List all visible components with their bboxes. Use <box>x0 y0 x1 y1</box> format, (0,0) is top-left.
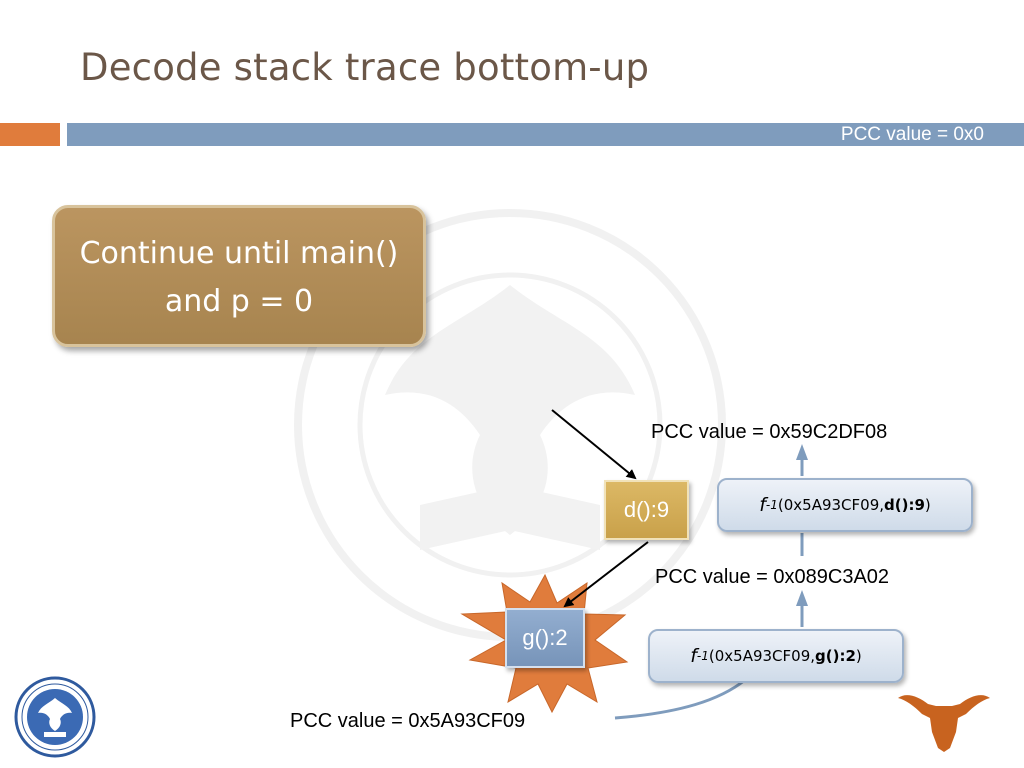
university-seal-icon <box>14 676 96 758</box>
frame-d-box: d():9 <box>604 480 689 540</box>
formula-top: f-1(0x5A93CF09, d():9) <box>717 478 973 532</box>
curve-to-formula-bottom <box>614 678 746 720</box>
callout-line-2: and p = 0 <box>164 284 314 319</box>
callout-box: Continue until main() and p = 0 <box>52 205 426 347</box>
pcc-label-bottom: PCC value = 0x5A93CF09 <box>290 710 526 732</box>
watermark-seal-icon <box>294 209 726 641</box>
longhorn-logo-icon <box>898 695 990 752</box>
arrow-d-to-g <box>563 541 649 608</box>
callout-line-1: Continue until main() <box>79 236 399 271</box>
pcc-label-middle: PCC value = 0x089C3A02 <box>655 566 890 588</box>
formula-bottom: f-1(0x5A93CF09, g():2) <box>648 629 904 683</box>
header-pcc-value: PCC value = 0x0 <box>840 124 984 145</box>
arrow-to-d <box>551 409 637 480</box>
accent-bar-blue <box>67 123 1024 146</box>
slide-title: Decode stack trace bottom-up <box>80 46 650 89</box>
accent-bar-orange <box>0 123 60 146</box>
pcc-label-top: PCC value = 0x59C2DF08 <box>651 421 888 443</box>
frame-g-box: g():2 <box>505 608 585 668</box>
